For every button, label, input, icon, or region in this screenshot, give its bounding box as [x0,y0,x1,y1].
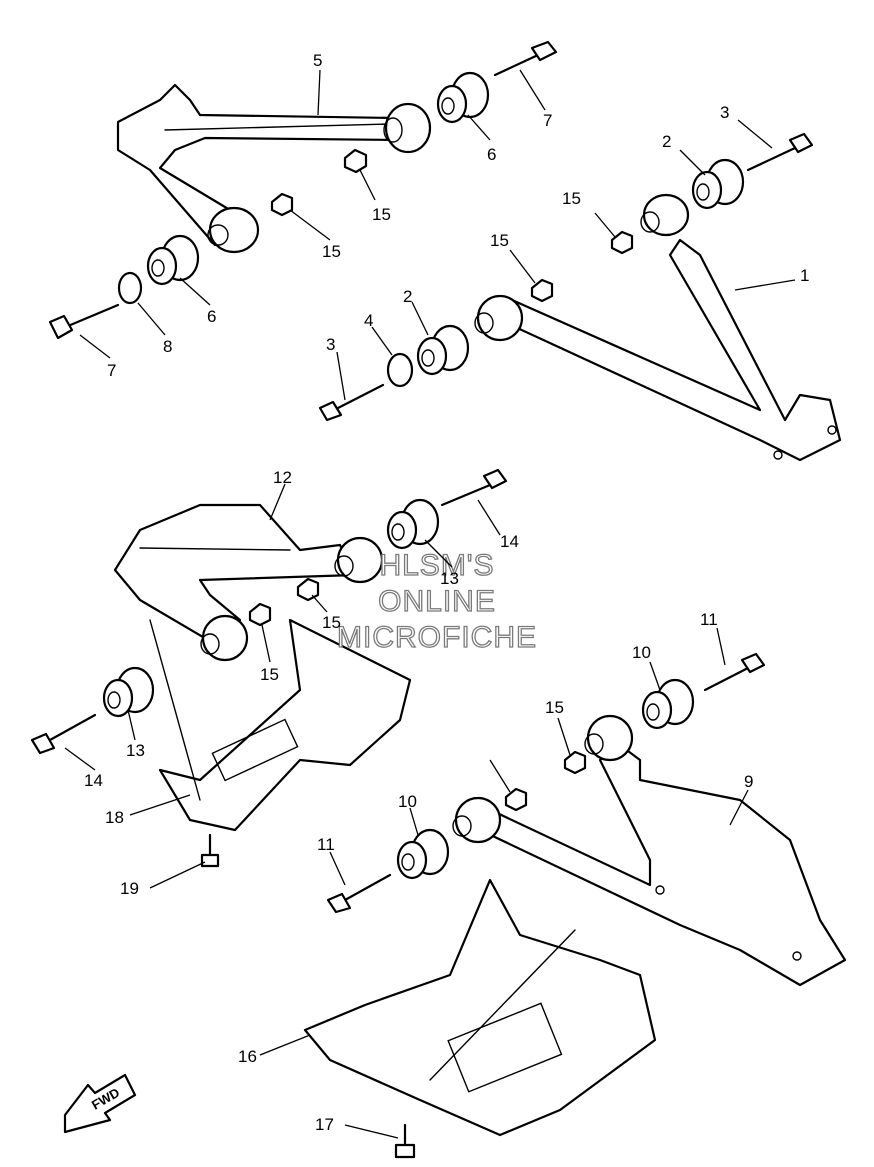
nut-part-15-g [563,750,587,775]
callout-13: 13 [126,741,145,760]
callout-15: 15 [322,613,341,632]
callout-15: 15 [322,242,341,261]
callout-7: 7 [543,111,552,130]
nut-part-15-h [504,787,528,812]
callout-9: 9 [744,772,753,791]
bushing-part-10-lower [396,828,450,880]
callout-15: 15 [490,231,509,250]
bolt-part-7-upper [493,40,558,77]
callout-2: 2 [403,287,412,306]
nut-part-15-a [343,148,368,174]
callout-10: 10 [632,643,651,662]
guard-part-18 [149,618,412,832]
callout-15: 15 [372,205,391,224]
leader-lines [64,69,796,1139]
nut-part-15-b [270,192,294,217]
callout-19: 19 [120,879,139,898]
bolt-part-3-lower [318,383,385,422]
nut-part-15-e [296,577,320,602]
bolt-part-14-upper [440,468,508,507]
callout-2: 2 [662,132,671,151]
callout-16: 16 [238,1047,257,1066]
callout-4: 4 [364,311,373,330]
callout-14: 14 [500,532,519,551]
upper-arm-part-5 [116,83,432,254]
watermark-line-2: ONLINE [378,585,496,618]
callout-15: 15 [260,665,279,684]
callout-15: 15 [562,189,581,208]
callout-6: 6 [207,307,216,326]
nut-part-15-c [610,230,634,255]
callout-8: 8 [163,337,172,356]
fwd-arrow-icon: FWD [63,1073,137,1134]
bushing-part-6-lower [146,234,200,286]
callout-1: 1 [800,266,809,285]
watermark-line-3: MICROFICHE [337,621,537,654]
bushing-part-13-upper [386,498,440,550]
bushing-part-2-upper [691,158,745,210]
bushing-part-10-upper [641,678,695,730]
upper-arm-part-1 [474,193,842,462]
bolt-part-11-lower [326,873,392,914]
bushing-part-6-upper [436,71,490,124]
callouts: 1 2 2 3 3 4 5 6 6 7 7 8 9 10 10 11 11 12… [84,51,809,1134]
callout-3: 3 [720,103,729,122]
bolt-part-3-upper [746,132,814,172]
watermark-line-1: HLSM'S [379,549,494,582]
bolt-part-19 [200,833,220,868]
callout-6: 6 [487,145,496,164]
bushing-part-13-lower [102,666,155,718]
callout-12: 12 [273,468,292,487]
callout-17: 17 [315,1115,334,1134]
watermark: HLSM'S ONLINE MICROFICHE [336,548,537,654]
bolt-part-14-lower [30,713,97,755]
washer-part-4 [386,352,414,388]
callout-5: 5 [313,51,322,70]
callout-15: 15 [545,698,564,717]
callout-10: 10 [398,792,417,811]
callout-7: 7 [107,361,116,380]
callout-11: 11 [700,610,718,629]
lower-arm-part-12 [113,503,384,662]
bolt-part-17 [394,1123,416,1159]
nut-part-15-f [248,602,272,627]
lower-arm-part-9 [452,714,847,987]
washer-part-8 [117,271,143,305]
callout-18: 18 [105,808,124,827]
bushing-part-2-lower [416,324,470,376]
callout-3: 3 [326,335,335,354]
nut-part-15-d [530,278,554,303]
callout-13: 13 [440,569,459,588]
skid-plate-part-16 [303,878,657,1137]
bolt-part-7-lower [48,303,120,340]
callout-11: 11 [317,835,335,854]
bolt-part-11-upper [703,652,766,692]
callout-14: 14 [84,771,103,790]
